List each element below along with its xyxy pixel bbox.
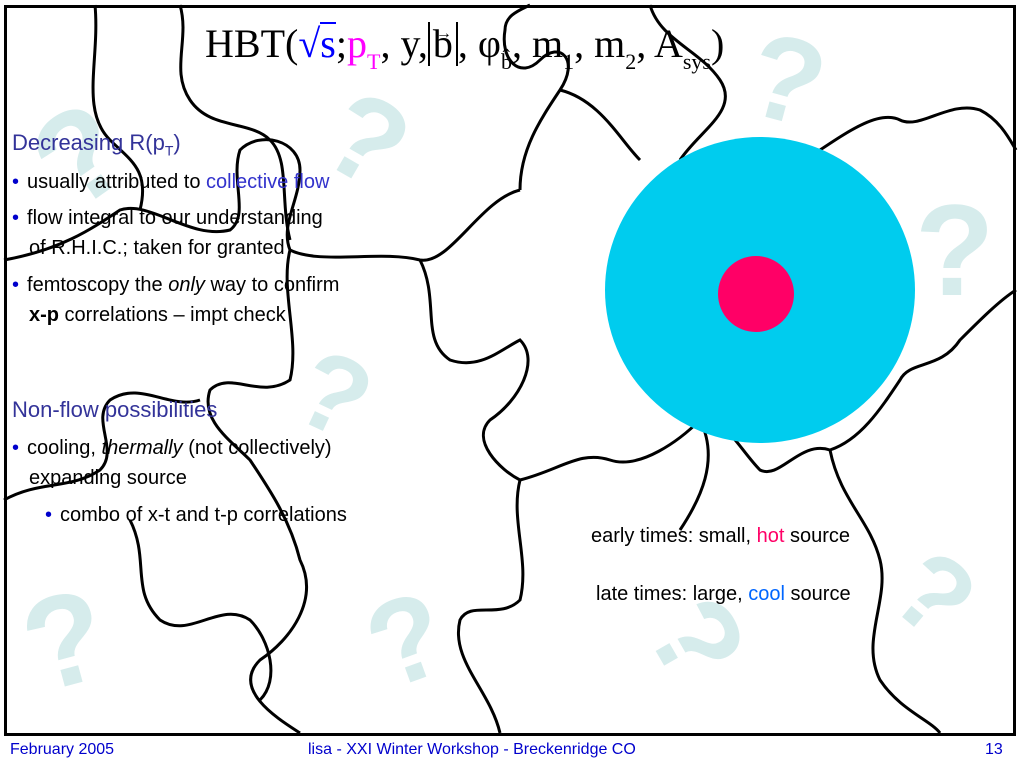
bullet-text: flow integral to our understanding — [27, 207, 323, 229]
caption-hot-word: hot — [756, 525, 785, 547]
title-m1: , m — [511, 21, 564, 66]
footer-page-number: 13 — [985, 741, 1003, 758]
emphasis-text: thermally — [101, 437, 183, 459]
highlight-text: collective flow — [206, 171, 330, 193]
bullet-icon: • — [12, 171, 20, 193]
bullet-item: • flow integral to our understanding of R… — [12, 203, 323, 263]
caption-text: early times: small, — [591, 525, 757, 547]
title-p-sub: T — [366, 49, 381, 74]
question-mark-decoration: ? — [915, 177, 995, 323]
bullet-item: • usually attributed to collective flow — [12, 167, 329, 197]
sub-bullet-item: • combo of x-t and t-p correlations — [45, 500, 347, 530]
bullet-item: • cooling, thermally (not collectively) e… — [12, 433, 332, 493]
bullet-text-line2: expanding source — [29, 467, 187, 489]
bullet-text: combo of x-t and t-p correlations — [60, 504, 347, 526]
section-heading-non-flow: Non-flow possibilities — [12, 397, 218, 422]
caption-late-times: late times: large, cool source — [596, 583, 851, 606]
heading-subscript: T — [164, 142, 174, 159]
title-m1-sub: 1 — [563, 49, 575, 74]
heading-text: Decreasing R(p — [12, 130, 165, 155]
title-b: b — [432, 21, 453, 66]
bullet-text-post: (not collectively) — [182, 437, 332, 459]
bullet-item: •femtoscopy the only way to confirm x-p … — [12, 270, 339, 330]
title-A-sub: sys — [682, 49, 711, 74]
caption-text-end: source — [784, 525, 850, 547]
title-prefix: HBT( — [205, 21, 299, 66]
bullet-text: cooling, — [27, 437, 102, 459]
bold-text: x-p — [29, 304, 59, 326]
bullet-text: femtoscopy the — [27, 274, 169, 296]
bullet-text-line2: correlations – impt check — [59, 304, 286, 326]
slide-title-formula: HBT(√s;pT, y,→b, φb̂, m1, m2, Asys) — [205, 20, 825, 90]
section-heading-decreasing-r: Decreasing R(pT) — [12, 130, 181, 158]
title-p: p — [346, 21, 367, 66]
title-semicolon: ; — [335, 21, 347, 66]
bullet-icon: • — [12, 207, 20, 229]
bullet-text-line2: of R.H.I.C.; taken for granted — [29, 237, 285, 259]
caption-text-end: source — [785, 583, 851, 605]
caption-early-times: early times: small, hot source — [591, 525, 850, 548]
title-m2-sub: 2 — [625, 49, 637, 74]
title-phi-sub: b̂ — [500, 49, 512, 74]
caption-text: late times: large, — [596, 583, 749, 605]
bullet-icon: • — [45, 504, 53, 526]
heading-end: ) — [173, 130, 181, 155]
title-s: s — [320, 21, 336, 66]
title-phi: , φ — [457, 21, 501, 66]
bullet-icon: • — [12, 437, 20, 459]
title-A: , A — [636, 21, 683, 66]
bullet-text: usually attributed to — [27, 171, 207, 193]
sqrt-symbol: √ — [298, 21, 321, 66]
caption-cool-word: cool — [748, 583, 785, 605]
title-y: , y, — [380, 21, 428, 66]
title-m2: , m — [574, 21, 626, 66]
title-b-vector: →b — [433, 22, 453, 66]
bullet-text-post: way to confirm — [204, 274, 340, 296]
title-abs-b: →b — [427, 22, 458, 66]
vector-arrow-icon: → — [435, 25, 452, 42]
title-suffix: ) — [711, 21, 725, 66]
footer-date: February 2005 — [10, 741, 115, 758]
title-pt: pT — [346, 20, 380, 74]
bullet-icon: • — [12, 274, 20, 296]
footer-workshop: lisa - XXI Winter Workshop - Breckenridg… — [308, 741, 636, 758]
emphasis-text: only — [168, 274, 205, 296]
small-hot-source-circle — [718, 256, 794, 332]
slide-frame — [4, 5, 1016, 736]
